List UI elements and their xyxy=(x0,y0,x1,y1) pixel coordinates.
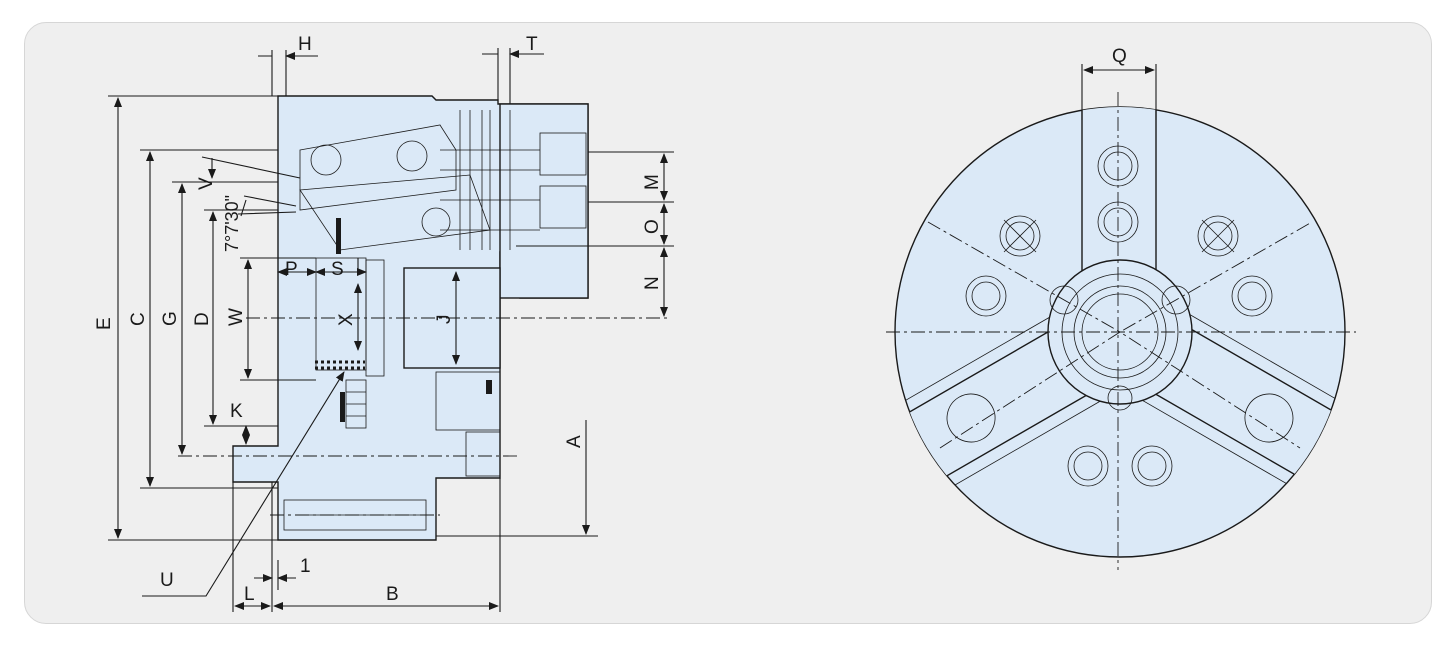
label-W: W xyxy=(226,308,247,326)
label-U: U xyxy=(160,570,174,591)
label-T: T xyxy=(526,34,538,55)
side-view xyxy=(108,48,674,612)
label-V: V xyxy=(196,177,217,190)
label-D: D xyxy=(192,312,213,326)
label-N: N xyxy=(642,276,663,290)
label-Q: Q xyxy=(1112,46,1127,67)
label-H: H xyxy=(298,34,312,55)
front-view xyxy=(886,64,1356,570)
label-S: S xyxy=(331,259,344,280)
label-A: A xyxy=(564,435,585,448)
label-O: O xyxy=(642,219,663,234)
label-angle: 7°7'30" xyxy=(222,195,242,252)
label-1: 1 xyxy=(300,556,311,577)
label-J: J xyxy=(434,315,455,325)
label-B: B xyxy=(386,584,399,605)
jaw-block xyxy=(499,103,589,299)
label-L: L xyxy=(244,584,255,605)
label-M: M xyxy=(642,174,663,190)
label-K: K xyxy=(230,401,243,422)
label-G: G xyxy=(160,311,181,326)
label-X: X xyxy=(336,313,357,326)
label-E: E xyxy=(94,317,115,330)
label-P: P xyxy=(285,259,298,280)
label-C: C xyxy=(128,312,149,326)
